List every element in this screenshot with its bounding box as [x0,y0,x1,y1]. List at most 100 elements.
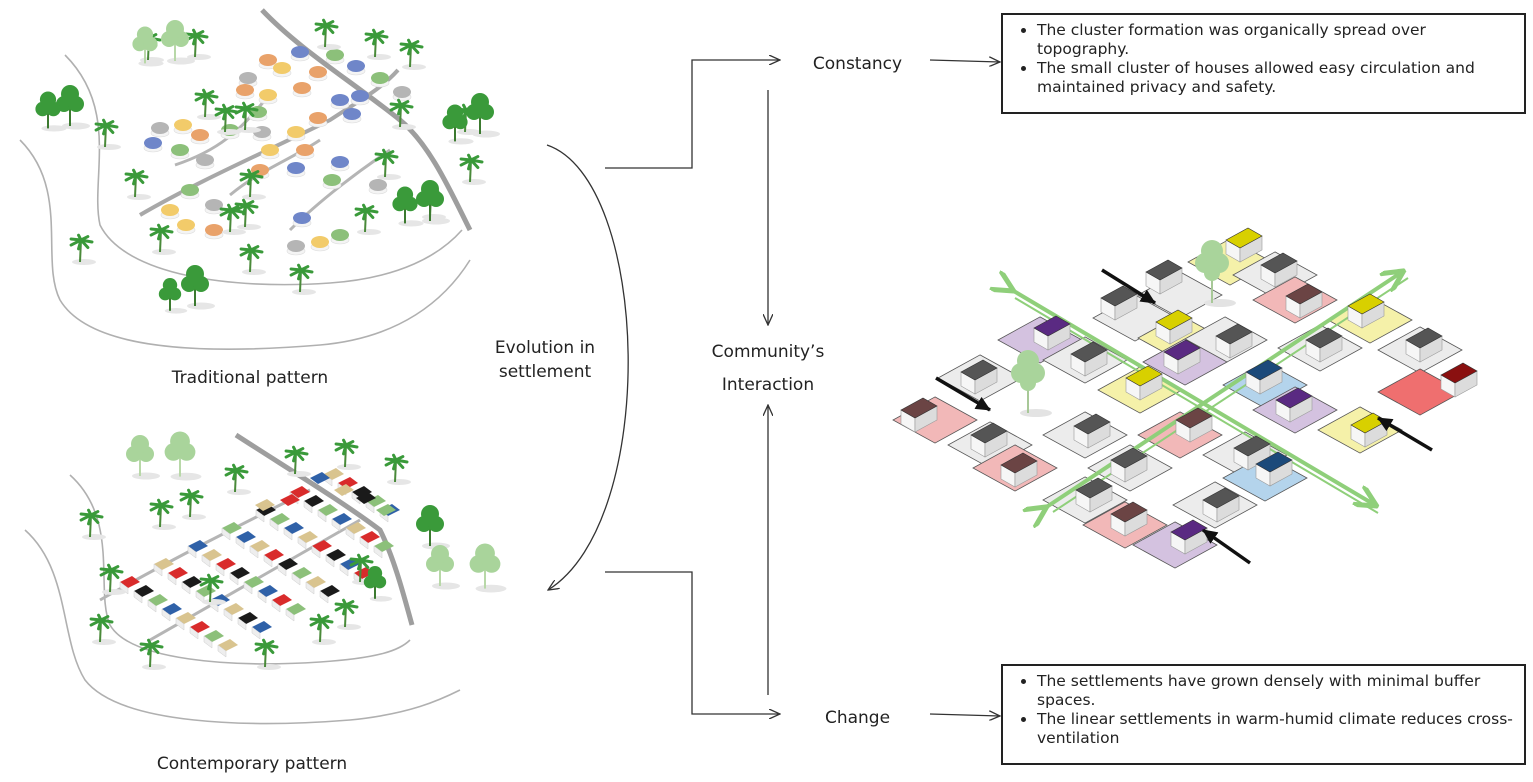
house [376,504,396,516]
house-roof [1260,252,1298,274]
house [257,585,278,604]
house-roof [284,522,304,534]
house-roof [292,567,312,579]
tree-crown [186,265,204,283]
palm-tree [234,198,261,230]
house-wall [277,563,287,577]
house-wall [237,617,247,631]
house-roof [1070,341,1108,363]
hut-roof [296,144,314,156]
hut-roof [369,179,387,191]
house-roof [326,549,346,561]
tree-shadow [292,289,316,295]
house-wall [303,500,313,514]
house-roof [222,522,242,534]
house-wall [373,545,383,559]
house-wall [181,581,191,595]
tree-crown [475,543,495,564]
house-wall [221,527,231,541]
hut [160,204,180,220]
house-wall [133,590,143,604]
palm-frond [149,640,160,647]
house-roof [290,486,310,498]
house-wall [175,617,185,631]
house [373,540,394,559]
house-roof [244,576,264,588]
hut-roof [331,94,349,106]
house [305,576,326,595]
contemporary-pattern-caption: Contemporary pattern [156,754,348,774]
house-roof [1145,259,1183,281]
isometric-house [1110,447,1148,483]
isometric-tree [1011,350,1052,417]
house-roof [216,558,236,570]
change-note-2: The linear settlements in warm-humid cli… [1037,710,1514,748]
isometric-house [1000,452,1038,488]
tree-shadow [1020,409,1052,417]
palm-frond [294,447,305,454]
palm-frond [374,30,385,37]
hut [150,122,170,138]
isometric-house [1255,451,1293,487]
isometric-house [1405,327,1443,363]
hut [330,94,350,110]
isometric-house [1170,519,1208,555]
tree-shadow [142,664,166,670]
house [237,612,258,631]
palm-tree [374,148,401,180]
house-roof [340,558,360,570]
house [201,549,222,568]
house [167,567,188,586]
house [215,558,236,577]
community-interaction-label: Community’s Interaction [690,336,846,402]
house [291,567,312,586]
house [269,513,290,532]
house-wall [359,536,369,550]
house-roof [366,495,386,507]
house [181,576,202,595]
hut-roof [239,72,257,84]
house-roof [154,558,174,570]
hut [238,72,258,88]
house [203,630,224,649]
house [345,522,366,541]
house [255,499,275,511]
hut-roof [205,199,223,211]
palm-tree [254,638,281,670]
house-roof [1155,309,1193,331]
constancy-to-box-arrow [929,60,1000,62]
hut-roof [287,240,305,252]
house [283,522,304,541]
house-roof [134,585,154,597]
palm-tree [139,638,166,670]
house-wall [189,626,199,640]
house-roof [182,576,202,588]
house-wall [167,572,177,586]
house-roof [1110,447,1148,469]
house-roof [1233,435,1271,457]
palm-frond [299,265,310,272]
tree-shadow [164,308,188,314]
house-roof [334,484,354,496]
house-roof [230,567,250,579]
house [365,495,386,514]
isometric-house [1075,477,1113,513]
tree-shadow [132,472,160,480]
house-wall [161,608,171,622]
house-wall [339,563,349,577]
tree-shadow [337,624,361,630]
isometric-house [1073,413,1111,449]
palm-tree [99,563,126,595]
palm-tree [239,168,266,200]
house [175,612,196,631]
tree-shadow [475,584,507,593]
house-wall [187,545,197,559]
hut [204,224,224,240]
palm-tree [284,445,311,477]
palm-frond [159,225,170,232]
tree-crown [421,180,439,198]
house-wall [203,635,213,649]
tree-shadow [357,229,381,235]
house-wall [217,644,227,658]
house-roof [202,549,222,561]
